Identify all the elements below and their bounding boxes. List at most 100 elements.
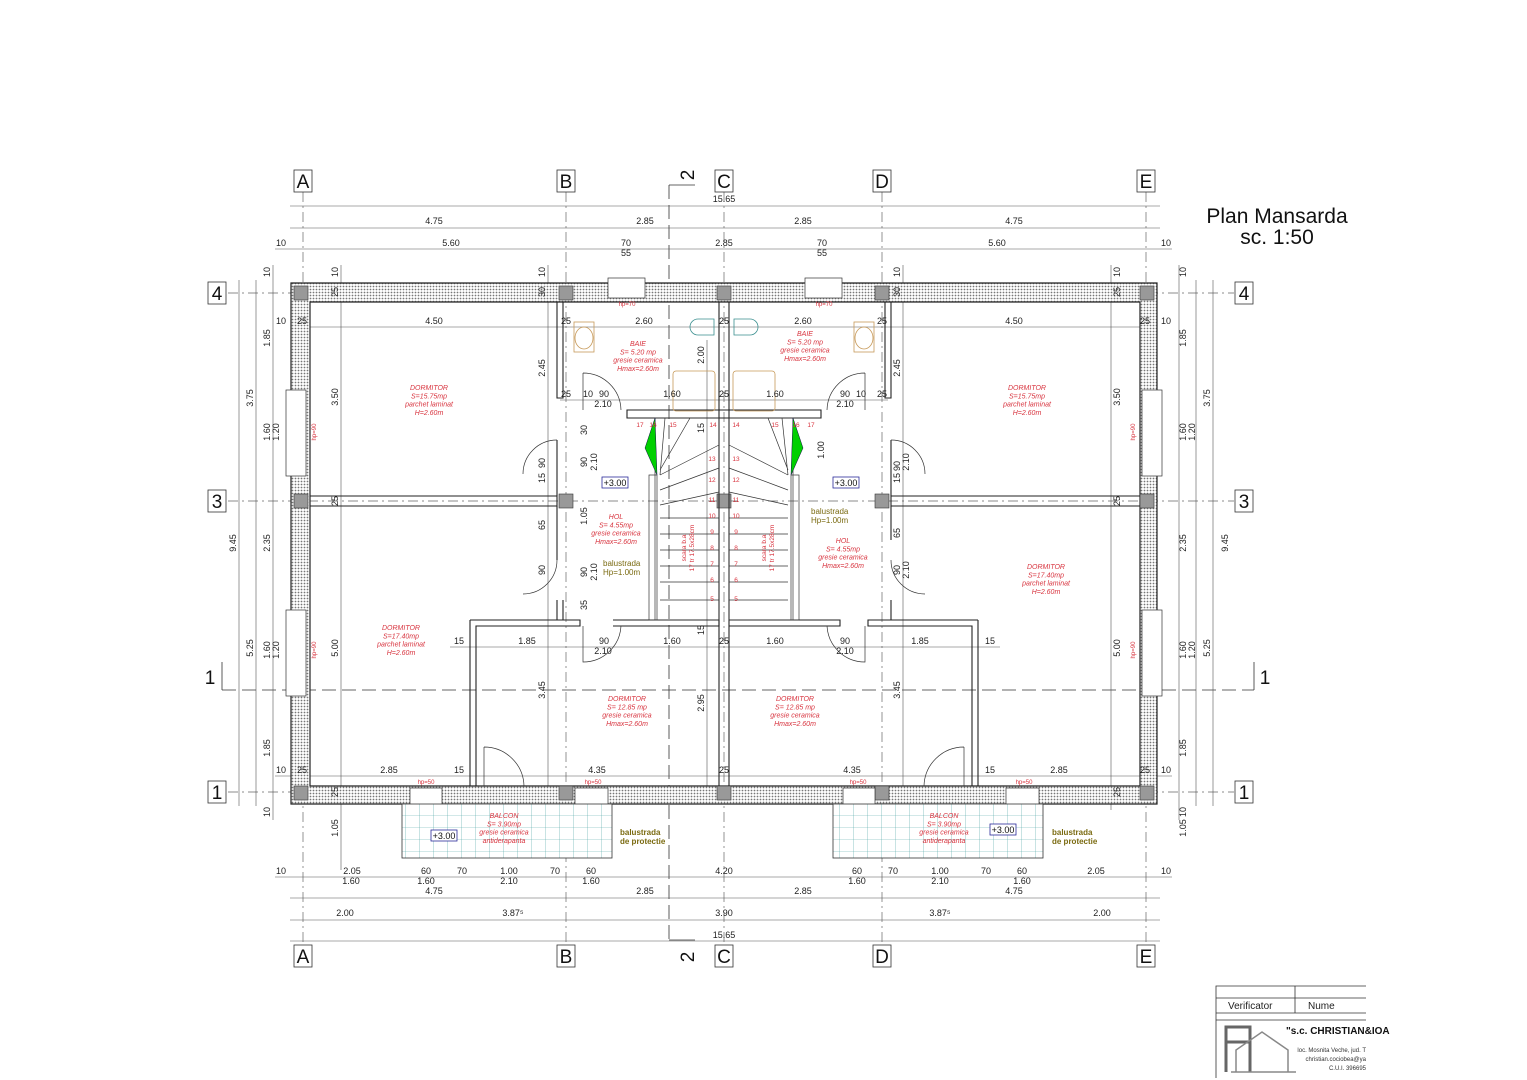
dimension-value: 15.65 — [713, 194, 736, 204]
stair-step-number: 5 — [734, 596, 738, 603]
room-height: Hmax=2.60m — [774, 721, 816, 728]
dimension-value: 2.10 — [901, 453, 911, 471]
dimension-value: 9.45 — [228, 534, 238, 552]
dimension-value: 55 — [621, 248, 631, 258]
grid-axis-label: A — [297, 947, 310, 968]
grid-axis-label: A — [297, 172, 310, 193]
grid-axis-label: E — [1140, 947, 1153, 968]
dimension-value: 2.85 — [715, 238, 733, 248]
dimension-value: 15 — [696, 423, 706, 433]
dimension-value: 65 — [537, 520, 547, 530]
stair-step-number: 10 — [732, 513, 740, 520]
dimension-value: 10 — [262, 807, 272, 817]
dimension-value: 2.95 — [696, 694, 706, 712]
level-marker: +3.00 — [433, 831, 456, 841]
dimension-value: 65 — [892, 528, 902, 538]
room-area: S= 12.85 mp — [607, 704, 647, 711]
room-height: Hmax=2.60m — [822, 563, 864, 570]
dimension-value: 3.45 — [537, 681, 547, 699]
dimension-value: 2.85 — [794, 886, 812, 896]
dimension-value: 1.20 — [271, 641, 281, 659]
window-sill-label: hp=50 — [585, 780, 603, 786]
dimension-value: 2.10 — [594, 399, 612, 409]
dimension-value: 2.60 — [794, 316, 812, 326]
dimension-value: 60 — [421, 866, 431, 876]
dimension-value: 35 — [579, 600, 589, 610]
dimension-value: 15 — [892, 473, 902, 483]
dimension-value: 2.35 — [1178, 534, 1188, 552]
dimension-value: 2.10 — [931, 876, 949, 886]
railing-label: balustrada — [811, 507, 849, 516]
room-area: S= 3.90mp — [927, 821, 961, 828]
window-sill-label: hp=50 — [1016, 780, 1034, 786]
dimension-value: 25 — [719, 316, 729, 326]
dimension-value: 4.75 — [1005, 886, 1023, 896]
stair-step-number: 12 — [732, 477, 740, 484]
dimension-value: 25 — [561, 316, 571, 326]
dimension-value: 1.00 — [500, 866, 518, 876]
grid-axis-label: D — [875, 947, 889, 968]
axis-marker — [714, 944, 734, 968]
axis-marker — [1234, 281, 1254, 305]
stair-step-number: 15 — [771, 422, 779, 429]
level-box — [989, 823, 1017, 836]
window-sill-label: hp=70 — [619, 302, 637, 308]
window-sill-label: hp=70 — [816, 302, 834, 308]
room-height: Hmax=2.60m — [595, 539, 637, 546]
dimension-value: 25 — [330, 787, 340, 797]
stair-step-number: 8 — [710, 545, 714, 552]
dimension-value: 4.75 — [1005, 216, 1023, 226]
dimension-value: 4.50 — [425, 316, 443, 326]
dimension-value: 1.05 — [1178, 819, 1188, 837]
level-box — [430, 829, 458, 842]
grid-axis-label: 3 — [1239, 492, 1250, 513]
room-finish: gresie ceramica — [602, 713, 652, 720]
dimension-value: 3.75 — [245, 389, 255, 407]
stair-step-number: 8 — [734, 545, 738, 552]
stair-label: scara b.a — [681, 534, 688, 561]
dimension-value: 10 — [1178, 807, 1188, 817]
dimension-value: 5.25 — [245, 639, 255, 657]
dimension-value: 2.10 — [901, 561, 911, 579]
dimension-value: 90 — [579, 567, 589, 577]
dimension-value: 25 — [719, 636, 729, 646]
shower-icon — [672, 370, 776, 412]
railing-label: Hp=1.00m — [603, 568, 640, 577]
dimension-value: 70 — [457, 866, 467, 876]
dimension-value: 55 — [817, 248, 827, 258]
company-cui: C.U.I. 396695 — [1329, 1066, 1367, 1072]
dimension-value: 25 — [719, 765, 729, 775]
room-area: S= 4.55mp — [826, 546, 860, 553]
dimension-value: 60 — [586, 866, 596, 876]
dimension-value: 5.60 — [442, 238, 460, 248]
dimension-value: 1.20 — [1187, 423, 1197, 441]
room-name: HOL — [836, 538, 851, 545]
toilet-icon — [689, 318, 759, 336]
railing-label: balustrada — [620, 828, 661, 837]
dimension-value: 90 — [599, 389, 609, 399]
dimension-value: 10 — [892, 267, 902, 277]
room-area: S=15.75mp — [411, 393, 447, 400]
room-area: S=17.40mp — [383, 633, 419, 640]
dimension-value: 10 — [1161, 866, 1171, 876]
stair-step-number: 16 — [792, 422, 800, 429]
balconies — [401, 803, 1044, 859]
dimension-value: 1.60 — [663, 389, 681, 399]
dimension-value: 2.10 — [589, 563, 599, 581]
dimension-value: 10 — [276, 238, 286, 248]
railing-label: de protectie — [1052, 837, 1098, 846]
level-box — [601, 476, 629, 489]
dimension-value: 4.20 — [715, 866, 733, 876]
axis-marker — [872, 169, 892, 193]
dimension-value: 9.45 — [1220, 534, 1230, 552]
stair-step-number: 7 — [734, 561, 738, 568]
room-name: BAIE — [630, 341, 646, 348]
room-name: DORMITOR — [410, 385, 448, 392]
dimension-value: 1.85 — [1178, 329, 1188, 347]
dimension-value: 10 — [262, 267, 272, 277]
plan-scale: sc. 1:50 — [1240, 226, 1314, 249]
room-height: H=2.60m — [1032, 589, 1061, 596]
dimension-value: 1.60 — [1178, 641, 1188, 659]
stair-step-number: 14 — [732, 422, 740, 429]
